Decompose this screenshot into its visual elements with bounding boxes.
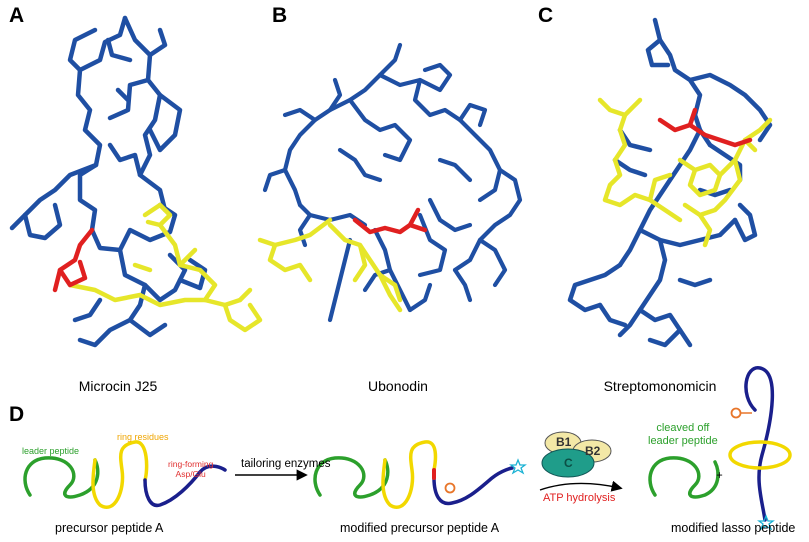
modified-ring-region xyxy=(381,440,438,509)
streptomonomicin-structure xyxy=(567,17,773,348)
tailoring-enzymes-label: tailoring enzymes xyxy=(241,458,331,470)
precursor-ring-region xyxy=(91,440,149,509)
streptomonomicin-label: Streptomonomicin xyxy=(603,378,717,394)
panel-letter-d: D xyxy=(9,403,25,426)
panel-letter-b: B xyxy=(272,4,288,27)
enzyme-c-shape xyxy=(541,448,595,478)
leader-peptide-label: leader peptide xyxy=(22,446,80,456)
ubonodin-structure xyxy=(257,42,523,323)
atp-arrow xyxy=(539,480,623,492)
cleaved-leader-label: cleaved off leader peptide xyxy=(648,422,718,447)
ubonodin-label: Ubonodin xyxy=(368,378,428,394)
lasso-tail xyxy=(744,366,775,522)
lasso-caption: modified lasso peptide xyxy=(671,521,796,535)
tail-star-icon xyxy=(509,458,527,475)
microcin-j25-structure xyxy=(9,15,263,348)
precursor-core-tail xyxy=(143,464,227,508)
ring-forming-label: ring-forming Asp/Glu xyxy=(168,459,214,479)
modification-marker-orange xyxy=(444,482,456,494)
modified-core-tail xyxy=(432,466,514,506)
enzyme-b1-label: B1 xyxy=(556,435,572,449)
precursor-caption: precursor peptide A xyxy=(55,521,164,535)
modified-precursor-caption: modified precursor peptide A xyxy=(340,521,500,535)
lasso-ring xyxy=(728,440,792,470)
cleaved-leader-peptide xyxy=(648,456,720,499)
precursor-leader-peptide xyxy=(23,456,100,499)
panel-letter-a: A xyxy=(9,4,25,27)
lasso-star-icon xyxy=(757,514,775,531)
ring-residues-label: ring residues xyxy=(117,432,169,442)
enzyme-c-label: C xyxy=(564,456,573,470)
panel-letter-c: C xyxy=(538,4,554,27)
microcin-j25-label: Microcin J25 xyxy=(78,378,158,394)
enzyme-b2-label: B2 xyxy=(585,444,601,458)
plus-sign: + xyxy=(716,470,723,482)
atp-hydrolysis-label: ATP hydrolysis xyxy=(543,492,616,504)
lasso-modification-marker xyxy=(730,407,742,419)
